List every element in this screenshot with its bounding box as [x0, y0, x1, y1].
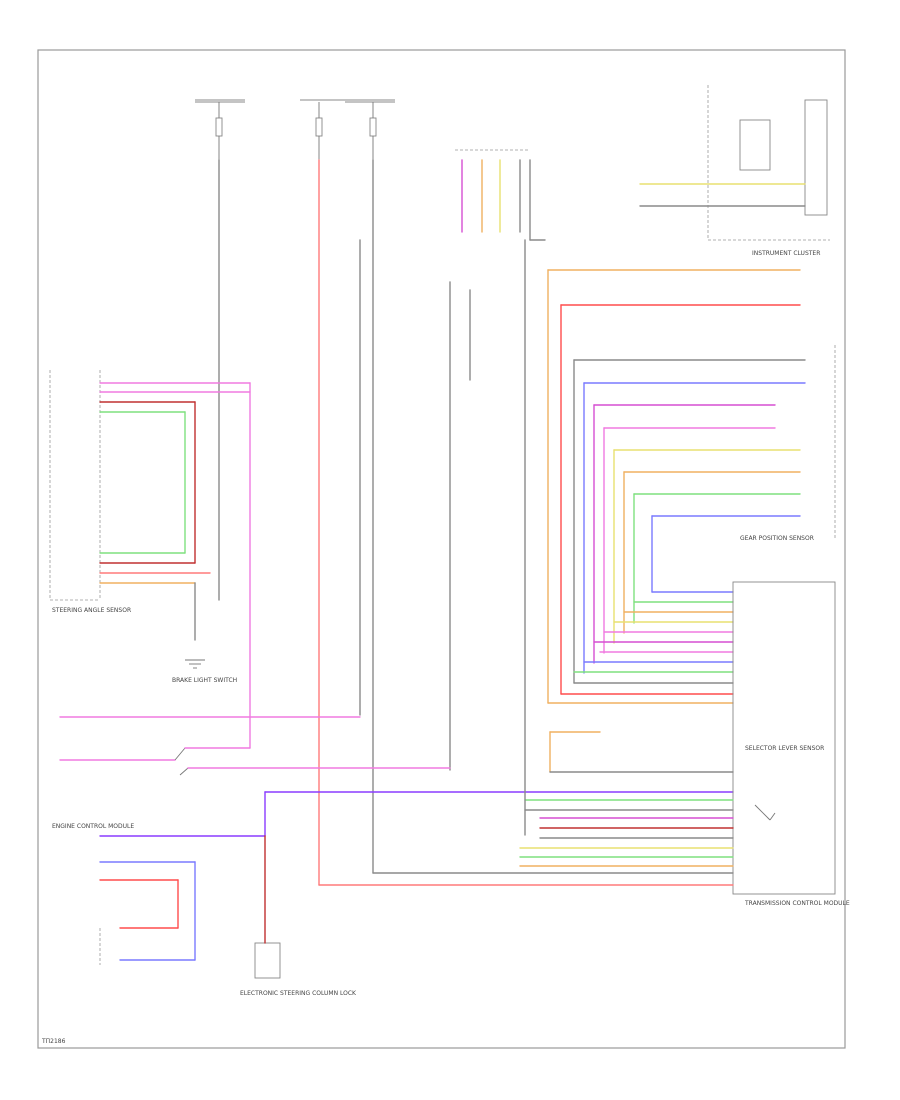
component-label-selector-lever-sensor: SELECTOR LEVER SENSOR [745, 745, 824, 752]
brake-light-switch-block: BRAKE LIGHT SWITCH [172, 659, 237, 684]
steering-column-lock-block: ELECTRONIC STEERING COLUMN LOCK [240, 835, 357, 997]
selector-lever-sensor-block: SELECTOR LEVER SENSOR [732, 581, 836, 895]
component-label-transmission-control-module: TRANSMISSION CONTROL MODULE [744, 900, 850, 907]
steering-angle-sensor-block: STEERING ANGLE SENSOR [49, 370, 251, 749]
component-label-engine-control-module: ENGINE CONTROL MODULE [52, 823, 134, 830]
fuse-feeds [218, 159, 374, 886]
instrument-cluster-block: INSTRUMENT CLUSTER [639, 85, 830, 257]
component-label-steering-angle-sensor: STEERING ANGLE SENSOR [52, 607, 131, 614]
footer-code: ТП2186 [41, 1038, 66, 1045]
component-label-brake-light-switch: BRAKE LIGHT SWITCH [172, 677, 237, 684]
fuse-block-area [195, 99, 395, 160]
component-label-gear-position-sensor: GEAR POSITION SENSOR [740, 535, 814, 542]
engine-control-module-block: ENGINE CONTROL MODULE [52, 791, 734, 965]
component-label-instrument-cluster: INSTRUMENT CLUSTER [752, 250, 820, 257]
diagram-frame [37, 49, 846, 1049]
right-harness: GEAR POSITION SENSOR [547, 269, 836, 773]
component-label-steering-column-lock: ELECTRONIC STEERING COLUMN LOCK [240, 990, 357, 997]
bottom-bus: TRANSMISSION CONTROL MODULE [318, 239, 850, 907]
middle-harness [59, 716, 451, 776]
gear-position-sensor-top [449, 149, 546, 771]
